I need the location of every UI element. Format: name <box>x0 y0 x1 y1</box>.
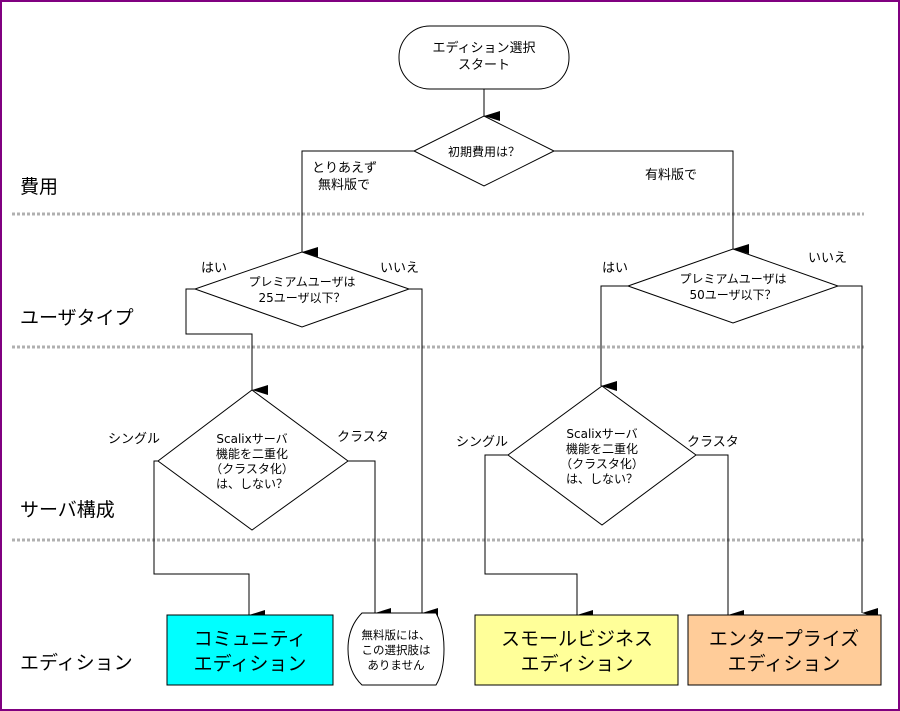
connector-paid <box>554 150 749 254</box>
connector-free <box>301 150 414 257</box>
edition-small-business-line1: スモールビジネス <box>501 628 653 650</box>
edition-community-box <box>166 614 334 686</box>
connector-paid-yes <box>600 285 628 391</box>
paid-cluster-decision <box>507 385 697 526</box>
connector-paid-no <box>838 285 878 618</box>
free-cluster-question-2: 機能を二重化 <box>216 446 288 461</box>
edition-enterprise-line1: エンタープライズ <box>709 628 859 650</box>
paid-cluster-question-4: は、しない？ <box>566 472 638 486</box>
paid-users-no-label: いいえ <box>808 251 847 266</box>
connector-paid-single <box>484 454 593 620</box>
free-users-question-1: プレミアムユーザは <box>249 275 356 289</box>
cost-decision <box>412 115 556 187</box>
free-users-decision <box>193 251 411 328</box>
free-cluster-decision <box>157 389 349 531</box>
edition-small-business-line2: エディション <box>521 653 634 675</box>
edition-community-line1: コミュニティ <box>194 628 307 650</box>
edition-small-business-box <box>474 614 679 686</box>
connector-free-single <box>153 460 265 620</box>
edition-none-line3: ありません <box>367 658 424 672</box>
paid-users-decision <box>626 248 840 324</box>
free-cluster-cluster-label: クラスタ <box>337 430 389 445</box>
edition-community-line2: エディション <box>194 653 307 675</box>
free-cluster-question-3: （クラスタ化） <box>210 462 294 476</box>
branch-label-paid: 有料版で <box>645 168 697 183</box>
edition-none-line1: 無料版には、 <box>362 628 431 642</box>
paid-cluster-cluster-label: クラスタ <box>687 435 739 450</box>
edition-enterprise-line2: エディション <box>728 653 841 675</box>
connector-paid-cluster <box>696 454 744 620</box>
free-cluster-question-4: は、しない？ <box>216 477 288 491</box>
free-cluster-question-1: Scalixサーバ <box>216 432 287 446</box>
paid-users-yes-label: はい <box>602 261 628 276</box>
paid-cluster-question-2: 機能を二重化 <box>566 441 638 456</box>
free-users-question-2: 25ユーザ以下？ <box>258 291 345 305</box>
edition-none-terminator <box>347 612 445 686</box>
free-users-yes-label: はい <box>201 261 227 276</box>
paid-users-question-1: プレミアムユーザは <box>680 272 787 286</box>
connector-free-no <box>409 288 438 618</box>
paid-cluster-question-3: （クラスタ化） <box>560 457 644 471</box>
lane-label-server-config: サーバ構成 <box>20 499 115 521</box>
lane-label-edition: エディション <box>20 652 133 674</box>
free-cluster-single-label: シングル <box>108 432 160 447</box>
lane-label-cost: 費用 <box>20 176 58 198</box>
lane-label-user-type: ユーザタイプ <box>20 307 134 329</box>
paid-users-question-2: 50ユーザ以下？ <box>689 288 776 302</box>
start-text-line1: エディション選択 <box>432 40 535 56</box>
connector-free-cluster <box>348 460 391 618</box>
cost-question: 初期費用は？ <box>448 144 520 159</box>
edition-enterprise-box <box>687 614 882 686</box>
start-text-line2: スタート <box>458 58 510 73</box>
edition-none-line2: この選択肢は <box>362 643 431 657</box>
connector-free-yes <box>185 288 268 395</box>
paid-cluster-question-1: Scalixサーバ <box>566 427 637 441</box>
branch-label-free-2: 無料版で <box>318 178 370 193</box>
free-users-no-label: いいえ <box>380 261 419 276</box>
paid-cluster-single-label: シングル <box>456 435 508 450</box>
branch-label-free-1: とりあえず <box>312 161 377 176</box>
